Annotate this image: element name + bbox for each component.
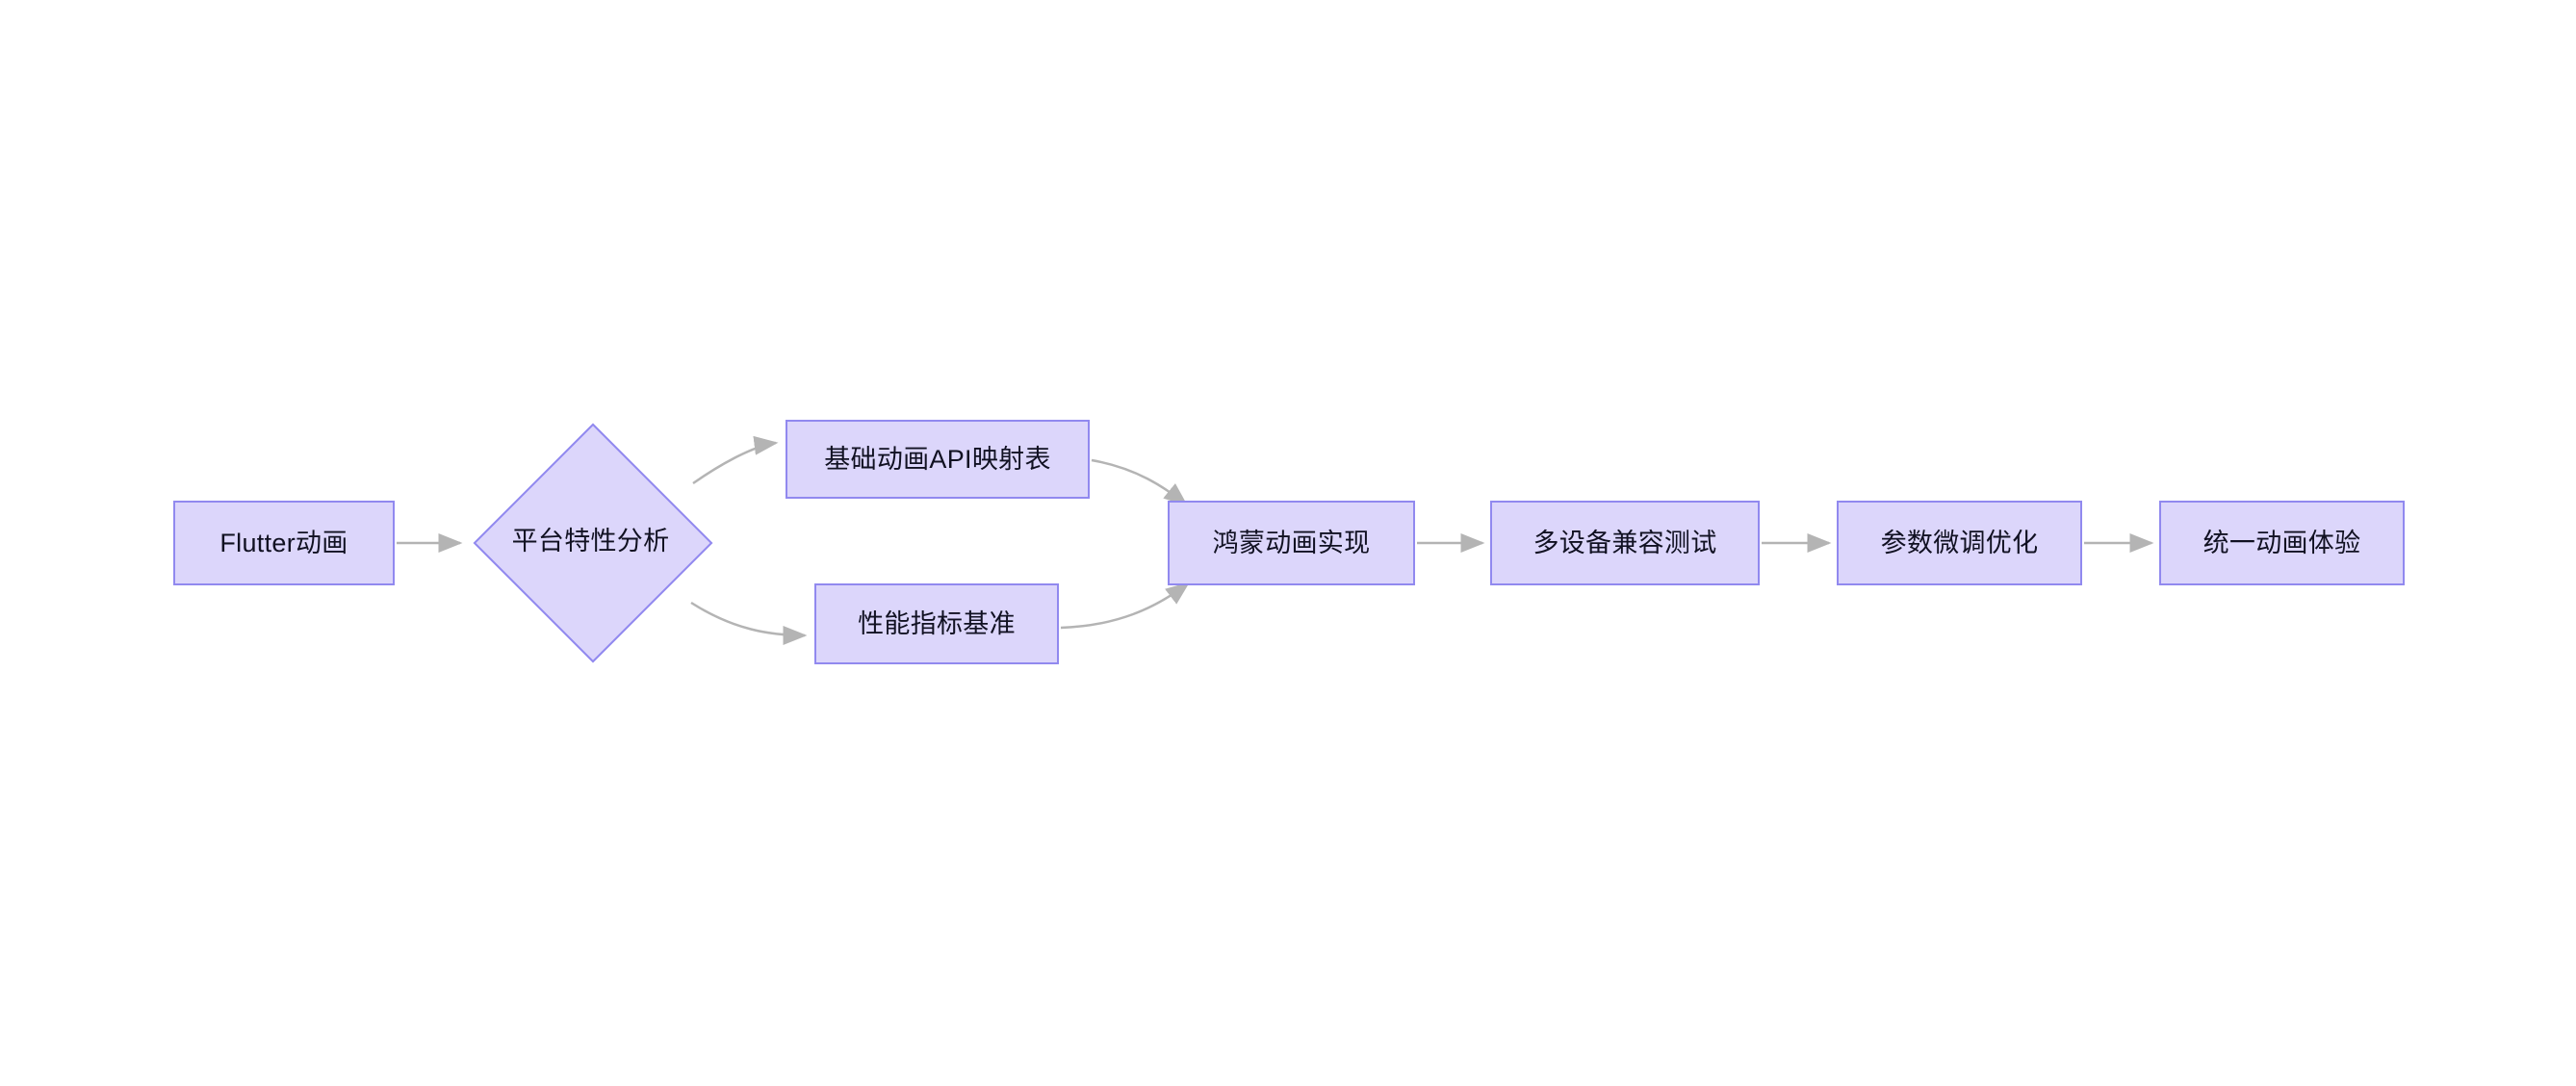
node-label: 性能指标基准 — [858, 608, 1016, 638]
node-label: 基础动画API映射表 — [824, 444, 1051, 474]
node-label: 统一动画体验 — [2202, 528, 2361, 557]
node-label: 平台特性分析 — [511, 526, 670, 556]
edge-n3-n5 — [1091, 458, 1188, 506]
node-performance-baseline[interactable]: 性能指标基准 — [814, 583, 1059, 664]
node-label: Flutter动画 — [219, 528, 348, 557]
node-flutter-animation[interactable]: Flutter动画 — [173, 501, 395, 585]
node-multi-device-compat-test[interactable]: 多设备兼容测试 — [1490, 501, 1760, 585]
node-basic-animation-api-map[interactable]: 基础动画API映射表 — [786, 420, 1090, 499]
node-parameter-tuning[interactable]: 参数微调优化 — [1837, 501, 2082, 585]
node-label: 参数微调优化 — [1880, 528, 2039, 557]
node-harmony-animation-impl[interactable]: 鸿蒙动画实现 — [1168, 501, 1415, 585]
node-label: 多设备兼容测试 — [1533, 528, 1717, 557]
edge-n2-n4 — [690, 601, 808, 645]
node-unified-animation-experience[interactable]: 统一动画体验 — [2159, 501, 2405, 585]
node-label: 鸿蒙动画实现 — [1212, 528, 1371, 557]
node-platform-feature-analysis[interactable]: 平台特性分析 — [473, 423, 712, 663]
edge-n4-n5 — [1060, 582, 1190, 630]
